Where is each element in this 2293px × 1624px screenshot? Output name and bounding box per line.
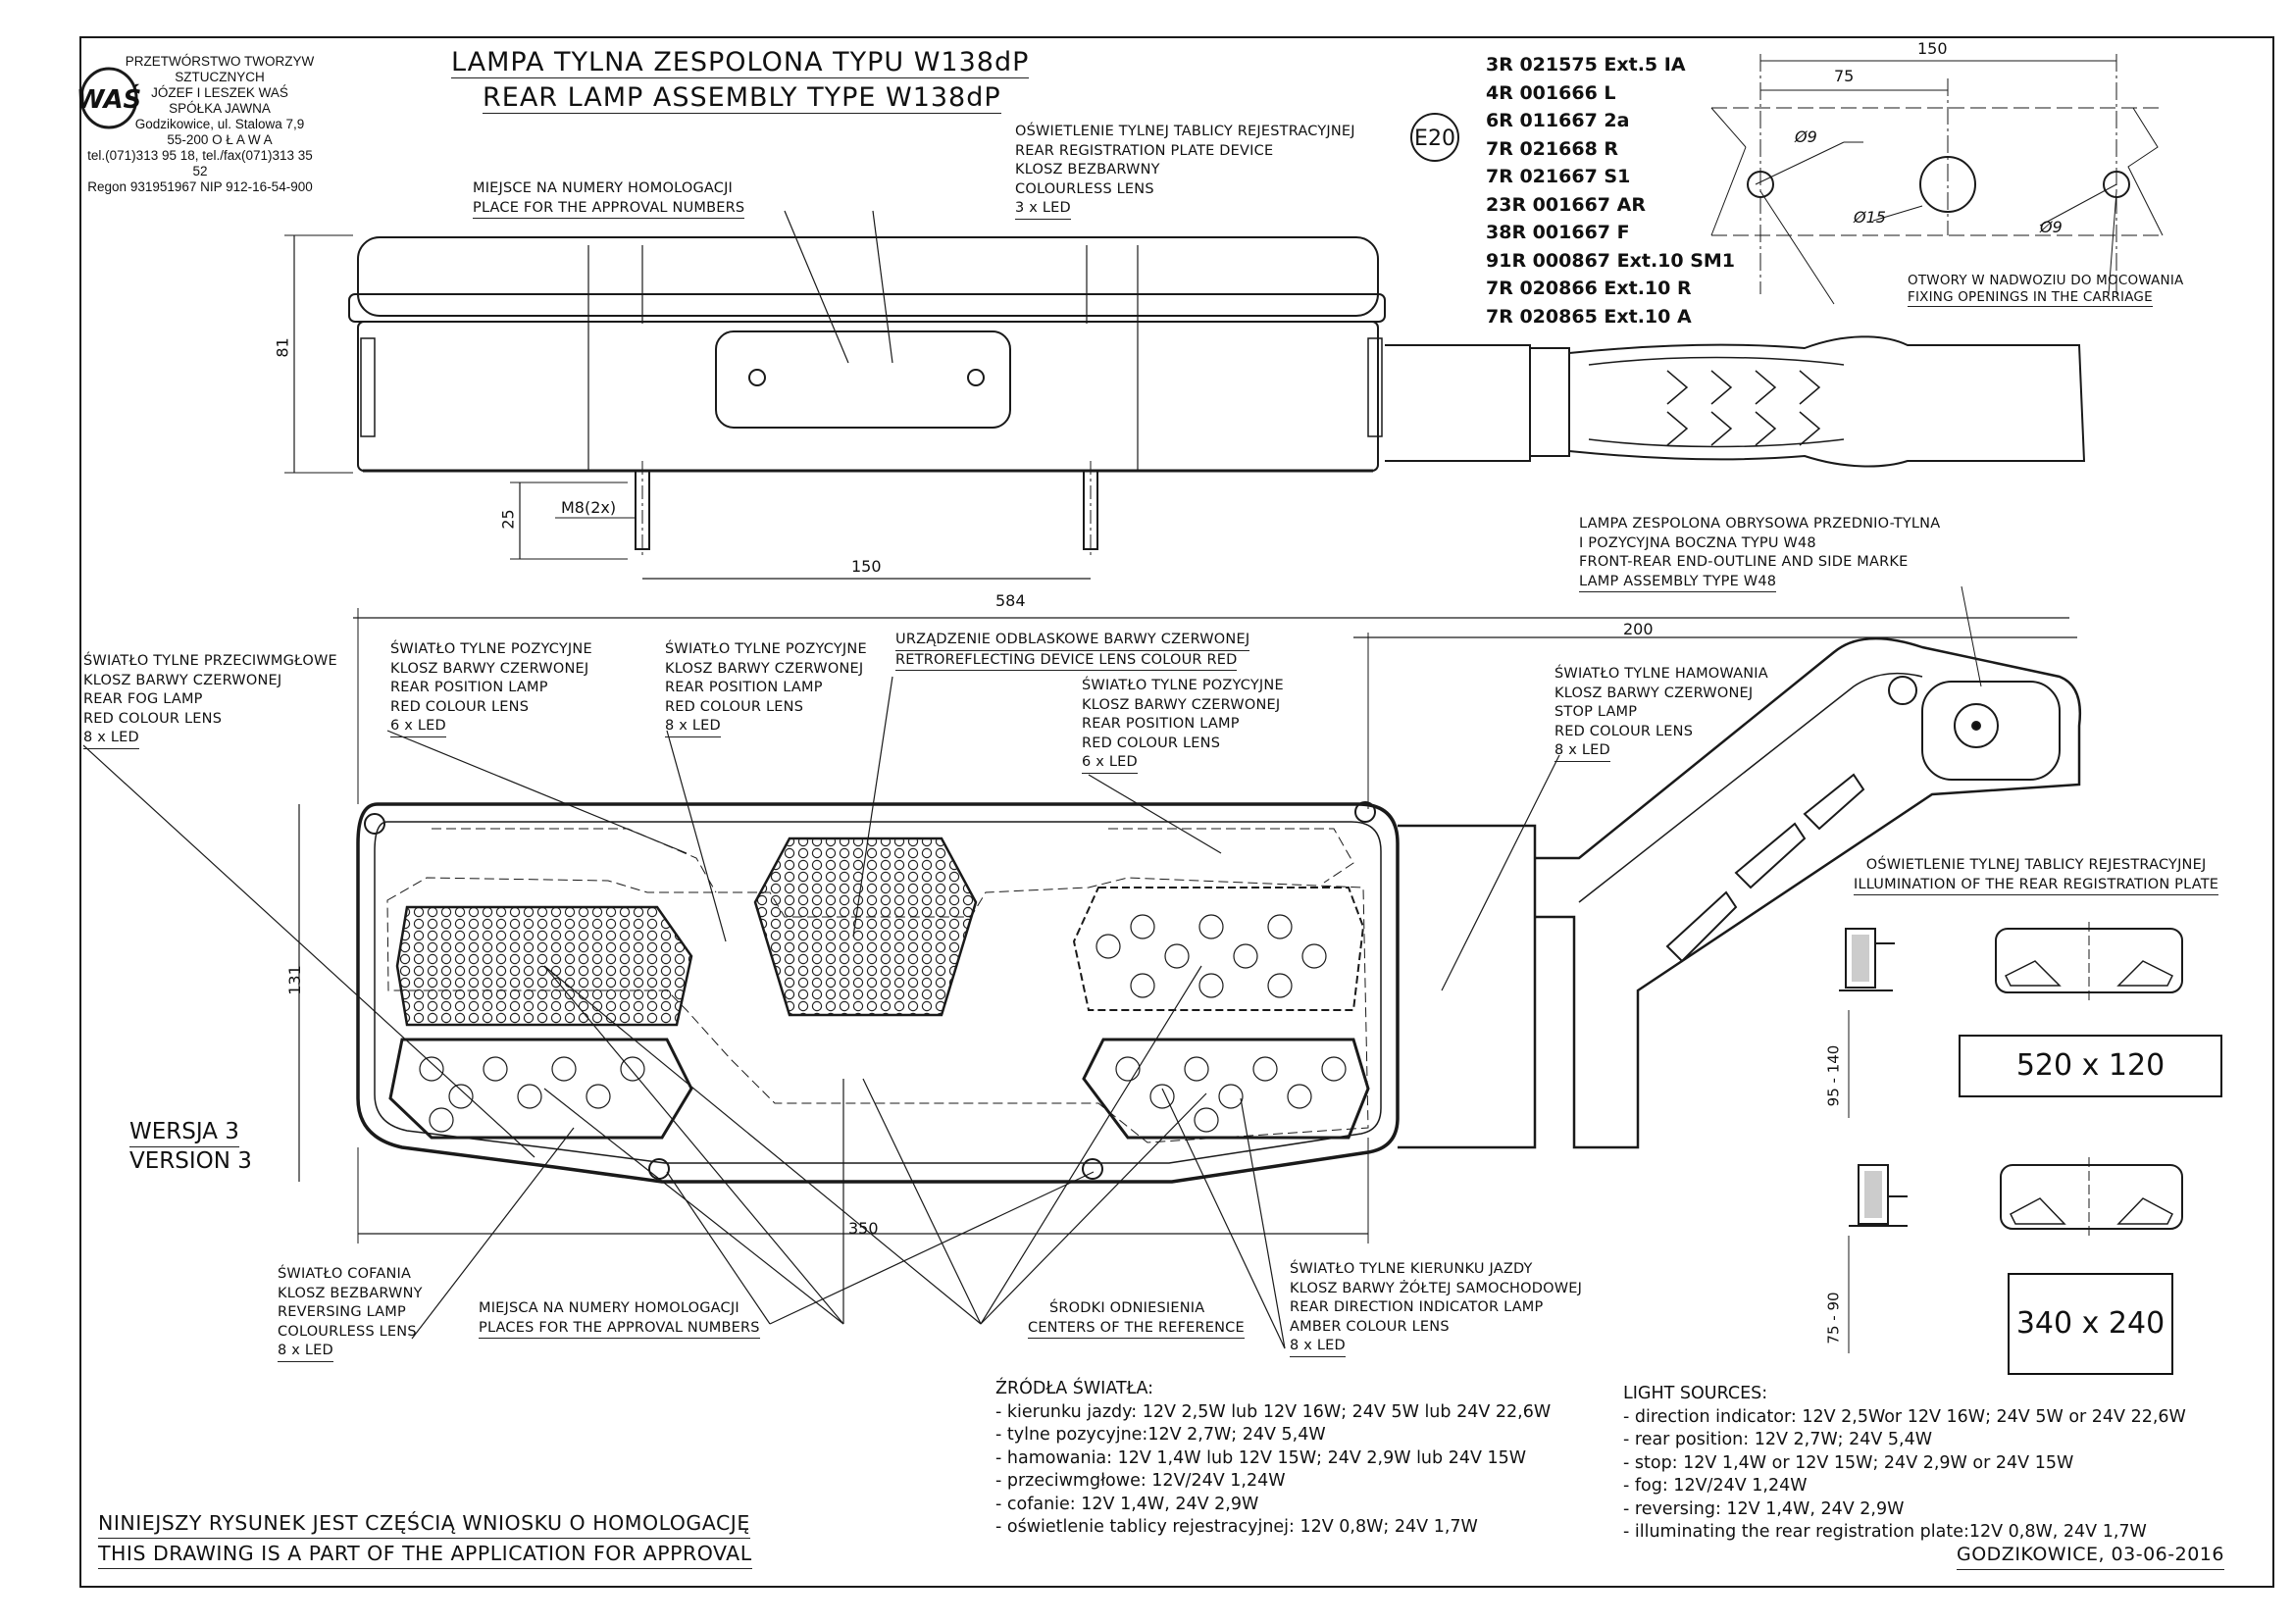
dim-m8: M8(2x): [561, 498, 617, 517]
company-line: SPÓŁKA JAWNA: [169, 101, 271, 116]
company-line: PRZETWÓRSTWO TWORZYW SZTUCZNYCH: [125, 54, 315, 84]
plate-size-small: 340 x 240: [2008, 1273, 2173, 1375]
label-plate-device: OŚWIETLENIE TYLNEJ TABLICY REJESTRACYJNE…: [1015, 123, 1355, 220]
approval-number: 3R 021575 Ext.5 IA: [1486, 54, 1686, 76]
light-sources-en: LIGHT SOURCES: - direction indicator: 12…: [1623, 1384, 2186, 1542]
approval-number: 7R 021668 R: [1486, 137, 1619, 160]
dim-95-140: 95 - 140: [1824, 1044, 1843, 1107]
dim-81: 81: [273, 337, 292, 358]
title-pl: LAMPA TYLNA ZESPOLONA TYPU W138dP: [451, 47, 1030, 78]
dim-150-top: 150: [1917, 39, 1948, 58]
company-line: Godzikowice, ul. Stalowa 7,9: [134, 117, 305, 131]
dim-150: 150: [851, 557, 882, 576]
approval-number: 4R 001666 L: [1486, 81, 1616, 104]
approval-number: 7R 021667 S1: [1486, 166, 1631, 187]
approval-number: 6R 011667 2a: [1486, 110, 1630, 131]
svg-text:E20: E20: [1414, 127, 1455, 151]
svg-text:WAŚ: WAŚ: [76, 83, 142, 115]
sheet-border: [79, 36, 2274, 1588]
e20-mark: E20: [1410, 113, 1459, 162]
side-view: [284, 210, 2086, 580]
dim-350: 350: [848, 1219, 879, 1238]
dim-phi9-b: Ø9: [2040, 218, 2063, 236]
dim-584: 584: [995, 591, 1026, 610]
reversing-lamp-cluster: [388, 1038, 693, 1140]
approval-number: 7R 020865 Ext.10 A: [1486, 305, 1692, 328]
dim-25: 25: [498, 509, 518, 530]
dim-phi9-a: Ø9: [1795, 127, 1817, 146]
dim-phi15: Ø15: [1854, 208, 1886, 227]
approval-number: 91R 000867 Ext.10 SM1: [1486, 249, 1736, 272]
company-info: PRZETWÓRSTWO TWORZYW SZTUCZNYCH JÓZEF I …: [82, 54, 318, 195]
direction-lamp-cluster: [1082, 1038, 1370, 1140]
company-line: 55-200 O Ł A W A: [167, 132, 273, 147]
dim-131: 131: [284, 965, 304, 995]
plate-illumination-detail: [1839, 922, 2183, 1353]
approval-number: 7R 020866 Ext.10 R: [1486, 278, 1692, 299]
dim-200: 200: [1623, 620, 1654, 638]
title-en: REAR LAMP ASSEMBLY TYPE W138dP: [483, 82, 1001, 114]
company-logo: WAŚ: [76, 67, 142, 129]
company-line: tel.(071)313 95 18, tel./fax(071)313 35 …: [87, 148, 313, 178]
approval-numbers: 3R 021575 Ext.5 IA 4R 001666 L 6R 011667…: [1486, 51, 1735, 330]
light-sources-pl: ŹRÓDŁA ŚWIATŁA: - kierunku jazdy: 12V 2,…: [995, 1379, 1552, 1537]
version-label: WERSJA 3 VERSION 3: [129, 1119, 252, 1174]
label-plate-illumination: OŚWIETLENIE TYLNEJ TABLICY REJESTRACYJNE…: [1854, 856, 2219, 895]
retroreflector: [753, 837, 978, 1017]
footer-statement: NINIEJSZY RYSUNEK JEST CZĘŚCIĄ WNIOSKU O…: [98, 1508, 752, 1569]
approval-number: 23R 001667 AR: [1486, 193, 1646, 216]
position-lamp-cluster: [1072, 887, 1365, 1011]
dim-75-90: 75 - 90: [1824, 1292, 1843, 1345]
fixing-openings-detail: [1710, 54, 2164, 305]
dim-75: 75: [1834, 67, 1855, 85]
approval-number: 38R 001667 F: [1486, 222, 1630, 243]
place-date: GODZIKOWICE, 03-06-2016: [1957, 1540, 2224, 1570]
plate-size-large: 520 x 120: [1959, 1035, 2222, 1097]
leader-lines: [82, 676, 1560, 1349]
company-line: JÓZEF I LESZEK WAŚ: [151, 85, 288, 100]
company-line: Regon 931951967 NIP 912-16-54-900: [87, 179, 313, 194]
